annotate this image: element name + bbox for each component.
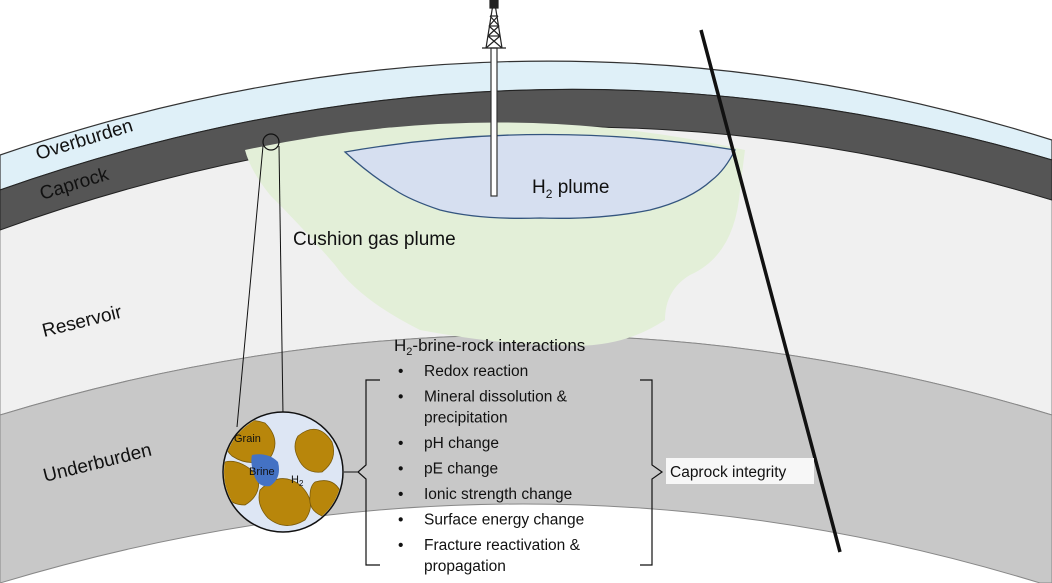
right-bracket	[640, 379, 664, 566]
interaction-item-text: pH change	[424, 435, 499, 452]
grain-2	[294, 428, 335, 473]
interaction-item-text: propagation	[424, 558, 506, 575]
cushion-plume-label: Cushion gas plume	[293, 229, 456, 250]
caprock-integrity-label: Caprock integrity	[670, 464, 787, 481]
wellbore	[490, 47, 498, 197]
grain-4	[258, 478, 311, 526]
interactions-title: H2-brine-rock interactions	[394, 336, 585, 358]
bullet-icon: •	[398, 537, 403, 554]
interaction-item-text: Mineral dissolution &	[424, 389, 568, 406]
bullet-icon: •	[398, 435, 403, 452]
fault-line	[699, 29, 842, 553]
bullet-icon: •	[398, 389, 403, 406]
interaction-item-text: Surface energy change	[424, 512, 584, 529]
interaction-item-text: pE change	[424, 461, 498, 478]
interaction-item-text: Fracture reactivation &	[424, 537, 581, 554]
h2-plume-label: H2 plume	[532, 177, 609, 201]
pore-scale-inset: Grain Brine H2	[222, 411, 344, 533]
grain-label: Grain	[234, 433, 261, 445]
brine-label: Brine	[249, 466, 275, 478]
interaction-item-text: Redox reaction	[424, 363, 528, 380]
bullet-icon: •	[398, 363, 403, 380]
zoom-connector-right	[278, 145, 284, 416]
bullet-icon: •	[398, 486, 403, 503]
sample-point-marker	[262, 133, 280, 151]
interaction-item-text: precipitation	[424, 410, 508, 427]
pore-h2-label: H2	[291, 474, 304, 488]
interaction-item-text: Ionic strength change	[424, 486, 572, 503]
brine-pocket	[251, 454, 279, 487]
grain-3	[224, 460, 260, 506]
zoom-connector-left	[236, 145, 264, 428]
bullet-icon: •	[398, 461, 403, 478]
drilling-rig-icon	[482, 0, 506, 49]
bullet-icon: •	[398, 512, 403, 529]
interaction-list: • Redox reaction • Mineral dissolution & pre…	[398, 363, 584, 575]
h2-plume	[343, 133, 736, 219]
